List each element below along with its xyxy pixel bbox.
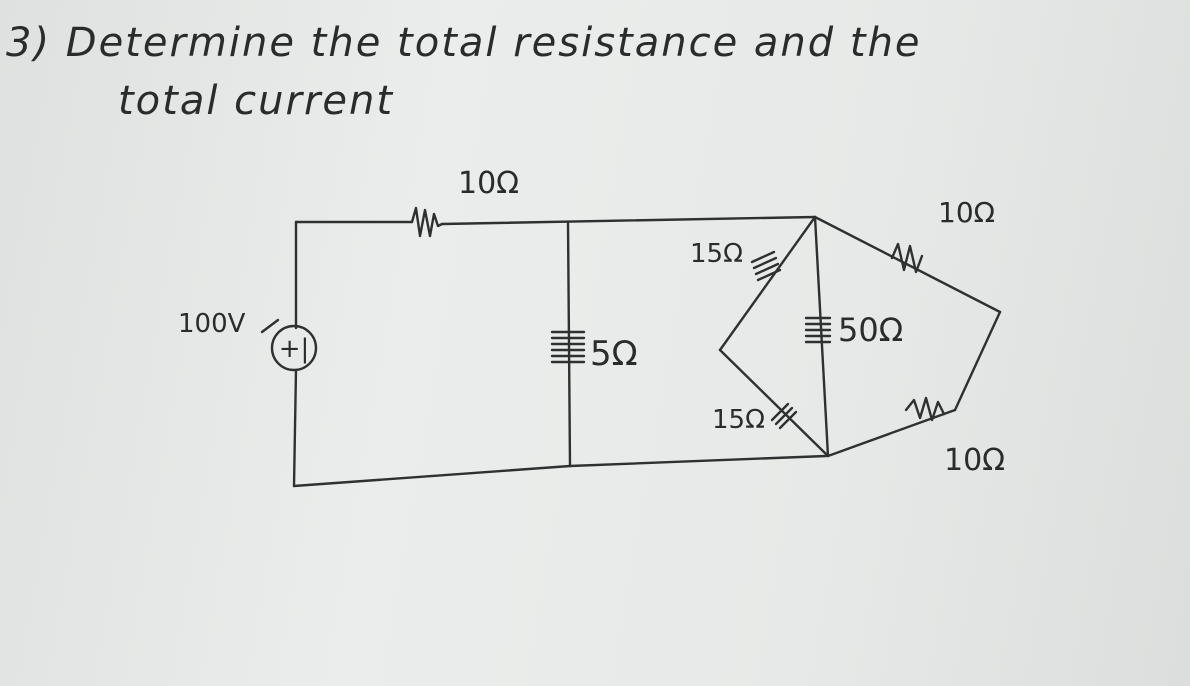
resistor-5-symbol [550, 330, 586, 364]
wire-bottom-right [568, 454, 828, 468]
wire-left-lower [292, 368, 298, 488]
wire-right-lower [953, 310, 1002, 412]
voltage-source-symbol [270, 324, 318, 372]
resistor-10-top-right-symbol [890, 242, 924, 274]
source-label-leader [260, 318, 280, 334]
resistor-50-symbol [804, 316, 832, 344]
resistor-top-right-label: 10Ω [938, 196, 995, 229]
resistor-10-bottom-right-symbol [904, 396, 946, 422]
wire-top-mid [440, 215, 817, 226]
wire-diamond-lower [718, 348, 830, 458]
resistor-15-upper-symbol [750, 250, 782, 282]
problem-line-1: 3) Determine the total resistance and th… [6, 20, 922, 66]
resistor-shunt-label: 5Ω [590, 334, 638, 374]
resistor-series-label: 10Ω [458, 166, 519, 201]
problem-line-2: total current [118, 78, 395, 124]
resistor-middle-label: 50Ω [838, 311, 903, 349]
source-polarity: +| [279, 334, 310, 364]
resistor-upper-diag-label: 15Ω [690, 239, 743, 269]
source-voltage-label: 100V [178, 309, 246, 339]
resistor-15-lower-symbol [770, 402, 798, 430]
wire-right-bottom [826, 408, 957, 458]
resistor-bottom-right-label: 10Ω [944, 443, 1005, 478]
problem-statement: 3) Determine the total resistance and th… [6, 14, 1176, 130]
wire-bottom [292, 464, 572, 488]
wire-right-upper [813, 215, 1002, 314]
resistor-lower-diag-label: 15Ω [712, 405, 765, 435]
wire-diamond-upper [718, 215, 817, 352]
resistor-10-series-symbol [410, 206, 444, 238]
